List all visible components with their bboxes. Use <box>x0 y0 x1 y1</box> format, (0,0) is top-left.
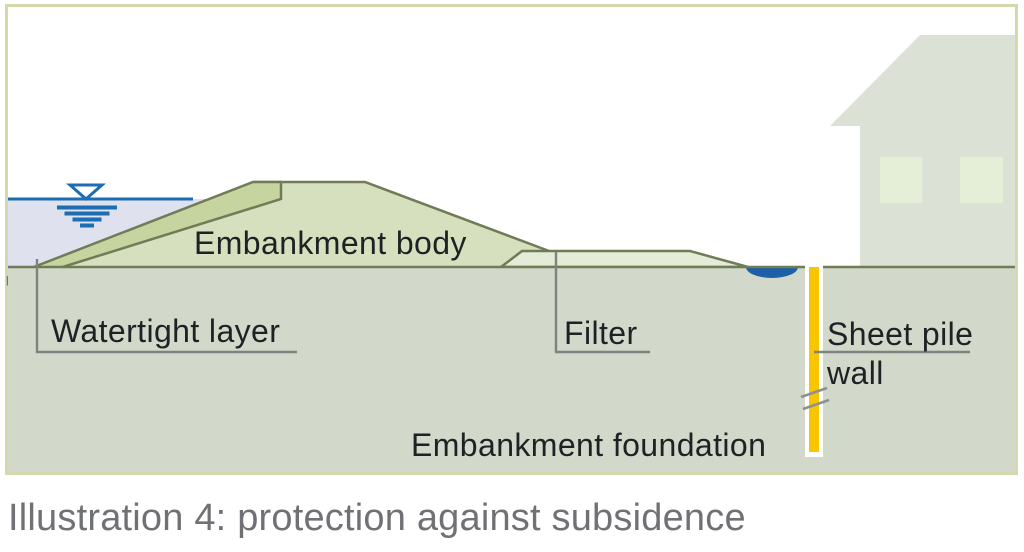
watertight-layer-label: Watertight layer <box>51 313 281 349</box>
house-window-left <box>880 157 922 203</box>
filter-label: Filter <box>564 315 638 351</box>
filter-leader <box>554 252 650 354</box>
watertight-layer-leader <box>35 259 297 354</box>
embankment-body-label: Embankment body <box>194 225 467 261</box>
house-icon <box>830 35 1015 266</box>
water-level-icon <box>57 183 117 228</box>
break-symbol <box>800 386 830 411</box>
embankment-foundation-label: Embankment foundation <box>411 427 767 463</box>
sheet-pile-wall-label-line1: Sheet pile <box>827 316 974 352</box>
embankment-body-shape <box>40 182 589 268</box>
embankment-crest-outline <box>253 180 550 253</box>
house-window-right <box>960 157 1003 203</box>
sheet-pile-wall-shape <box>809 267 819 452</box>
sheet-pile-wall-label: Sheet pile wall <box>827 315 973 393</box>
sheet-pile-wall-label-line2: wall <box>827 355 884 391</box>
subsidence-puddle <box>746 267 798 278</box>
embankment-foundation-shape <box>8 267 1016 472</box>
figure-caption: Illustration 4: protection against subsi… <box>8 497 746 539</box>
